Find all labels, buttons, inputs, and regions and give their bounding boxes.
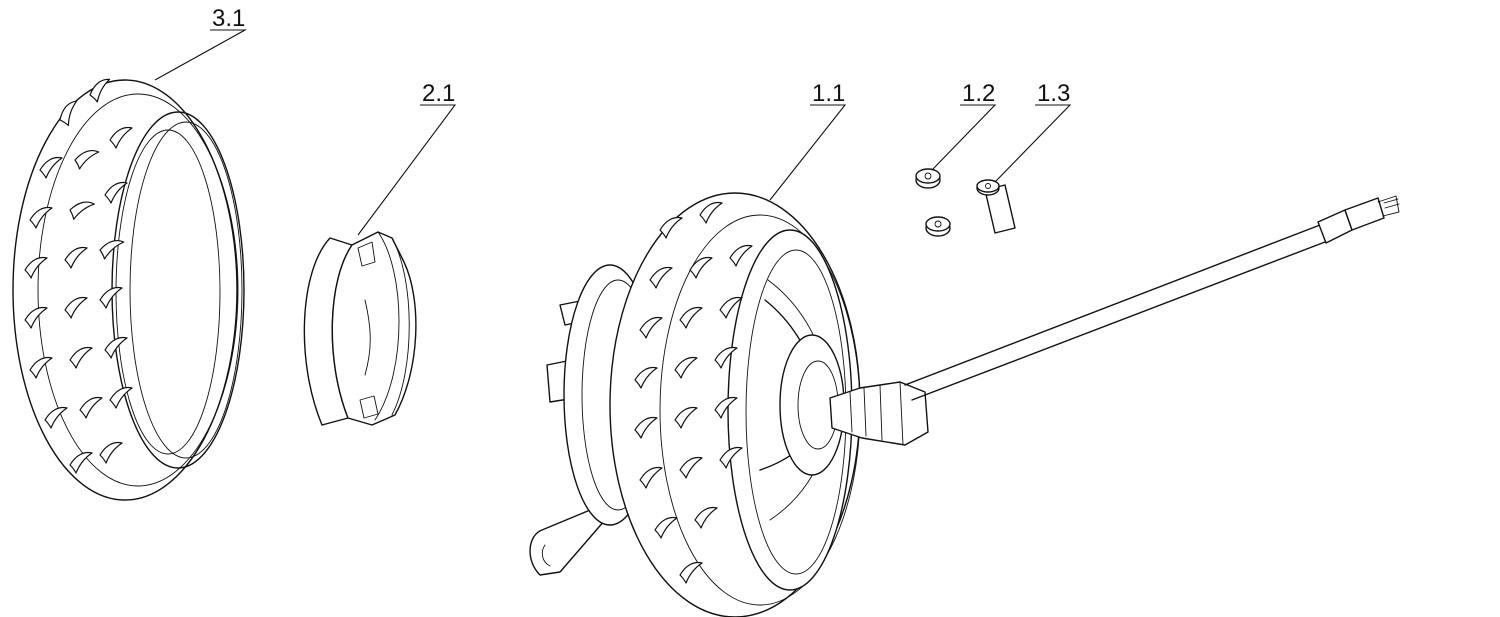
callout-label-hub-motor-wheel: 1.1 <box>812 80 845 107</box>
brake-shoe <box>303 231 417 426</box>
callout-label-nut: 1.2 <box>962 80 995 107</box>
nut-pair <box>915 168 951 237</box>
leader-lines <box>154 29 1072 236</box>
callout-label-brake-shoe: 2.1 <box>422 80 455 107</box>
bolt <box>976 179 1016 234</box>
callout-label-tire: 3.1 <box>212 5 245 32</box>
tire <box>12 78 245 501</box>
callout-label-bolt: 1.3 <box>1037 80 1070 107</box>
hub-motor-wheel <box>529 192 1400 617</box>
